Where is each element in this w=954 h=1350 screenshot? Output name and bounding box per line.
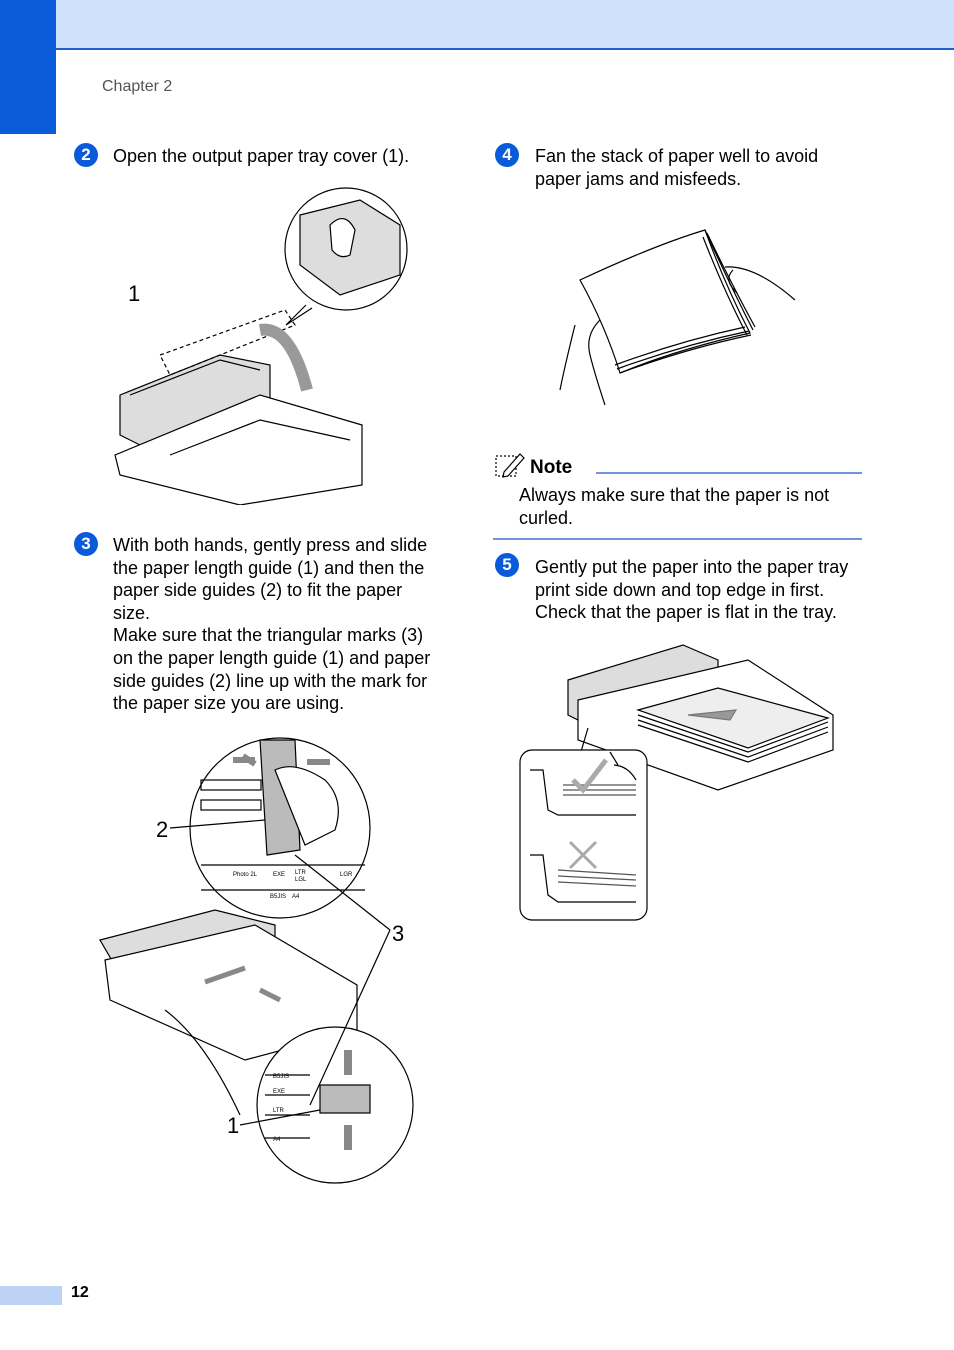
scale-label-photo: Photo 2L bbox=[233, 872, 258, 878]
step-2-text: Open the output paper tray cover (1). bbox=[113, 146, 410, 166]
step-4-line: Fan the stack of paper well to avoid bbox=[535, 146, 819, 166]
step-number-5: 5 bbox=[495, 553, 519, 577]
load-paper-illustration bbox=[519, 644, 834, 921]
figure-open-output-tray-cover bbox=[100, 185, 410, 505]
step-3-line: With both hands, gently press and slide bbox=[113, 535, 428, 555]
scale-label-b5: B5JIS bbox=[270, 894, 286, 900]
note-rule-bottom bbox=[493, 538, 862, 540]
fan-paper-illustration bbox=[559, 229, 796, 406]
note-pencil-icon bbox=[494, 450, 526, 480]
step-3-line: size. bbox=[113, 602, 151, 623]
step-number-2: 2 bbox=[74, 143, 98, 167]
guide-label-b5: B5JIS bbox=[273, 1074, 289, 1080]
callout-3-fig2: 3 bbox=[392, 921, 405, 946]
guide-label-ltr: LTR bbox=[273, 1108, 285, 1114]
step-4-line: paper jams and misfeeds. bbox=[535, 168, 742, 189]
note-text: Always make sure that the paper is not c… bbox=[519, 484, 859, 529]
step-3-line: side guides (2) line up with the mark fo… bbox=[113, 670, 428, 691]
guide-label-a4: A4 bbox=[273, 1137, 281, 1143]
scale-label-exe: EXE bbox=[273, 872, 285, 878]
step-number-3: 3 bbox=[74, 532, 98, 556]
paper-guides-illustration: Photo 2L EXE LTR LGL LGR B5JIS A4 B5JIS … bbox=[99, 737, 414, 1184]
step-number-4: 4 bbox=[495, 143, 519, 167]
scale-label-lgl: LGL bbox=[295, 877, 307, 883]
guide-label-exe: EXE bbox=[273, 1089, 285, 1095]
note-line: Always make sure that the paper is not bbox=[519, 485, 830, 505]
step-3-line: the paper size you are using. bbox=[113, 693, 345, 714]
step-5-line: print side down and top edge in first. bbox=[535, 579, 825, 600]
figure-fan-paper-stack bbox=[555, 225, 805, 415]
scale-label-a4: A4 bbox=[292, 894, 300, 900]
chapter-label: Chapter 2 bbox=[102, 78, 173, 95]
header-band bbox=[0, 0, 954, 50]
step-5-line: Gently put the paper into the paper tray bbox=[535, 557, 849, 577]
step-3-line: the paper length guide (1) and then the bbox=[113, 557, 425, 578]
callout-1-fig2: 1 bbox=[227, 1113, 240, 1138]
note-title: Note bbox=[530, 457, 573, 478]
chapter-tab bbox=[0, 0, 56, 134]
step-3-line: on the paper length guide (1) and paper bbox=[113, 647, 431, 668]
step-5-line: Check that the paper is flat in the tray… bbox=[535, 602, 837, 623]
callout-1-fig1: 1 bbox=[128, 281, 141, 306]
note-line: curled. bbox=[519, 507, 574, 528]
page-number-tab bbox=[0, 1286, 62, 1305]
step-5-text: Gently put the paper into the paper tray… bbox=[535, 556, 865, 624]
callout-2-fig2: 2 bbox=[156, 817, 169, 842]
figure-adjust-paper-guides: Photo 2L EXE LTR LGL LGR B5JIS A4 B5JIS … bbox=[95, 730, 425, 1190]
note-rule-top bbox=[596, 472, 862, 474]
step-3-line: paper side guides (2) to fit the paper bbox=[113, 580, 403, 601]
scale-label-ltr: LTR bbox=[295, 870, 307, 876]
step-3-text: With both hands, gently press and slide … bbox=[113, 534, 453, 715]
figure-load-paper-tray bbox=[518, 640, 838, 925]
step-3-line: Make sure that the triangular marks (3) bbox=[113, 625, 424, 646]
scale-label-lgr: LGR bbox=[340, 872, 353, 878]
tray-cover-illustration bbox=[114, 187, 408, 505]
step-4-text: Fan the stack of paper well to avoid pap… bbox=[535, 145, 865, 190]
page-number: 12 bbox=[71, 1284, 89, 1301]
